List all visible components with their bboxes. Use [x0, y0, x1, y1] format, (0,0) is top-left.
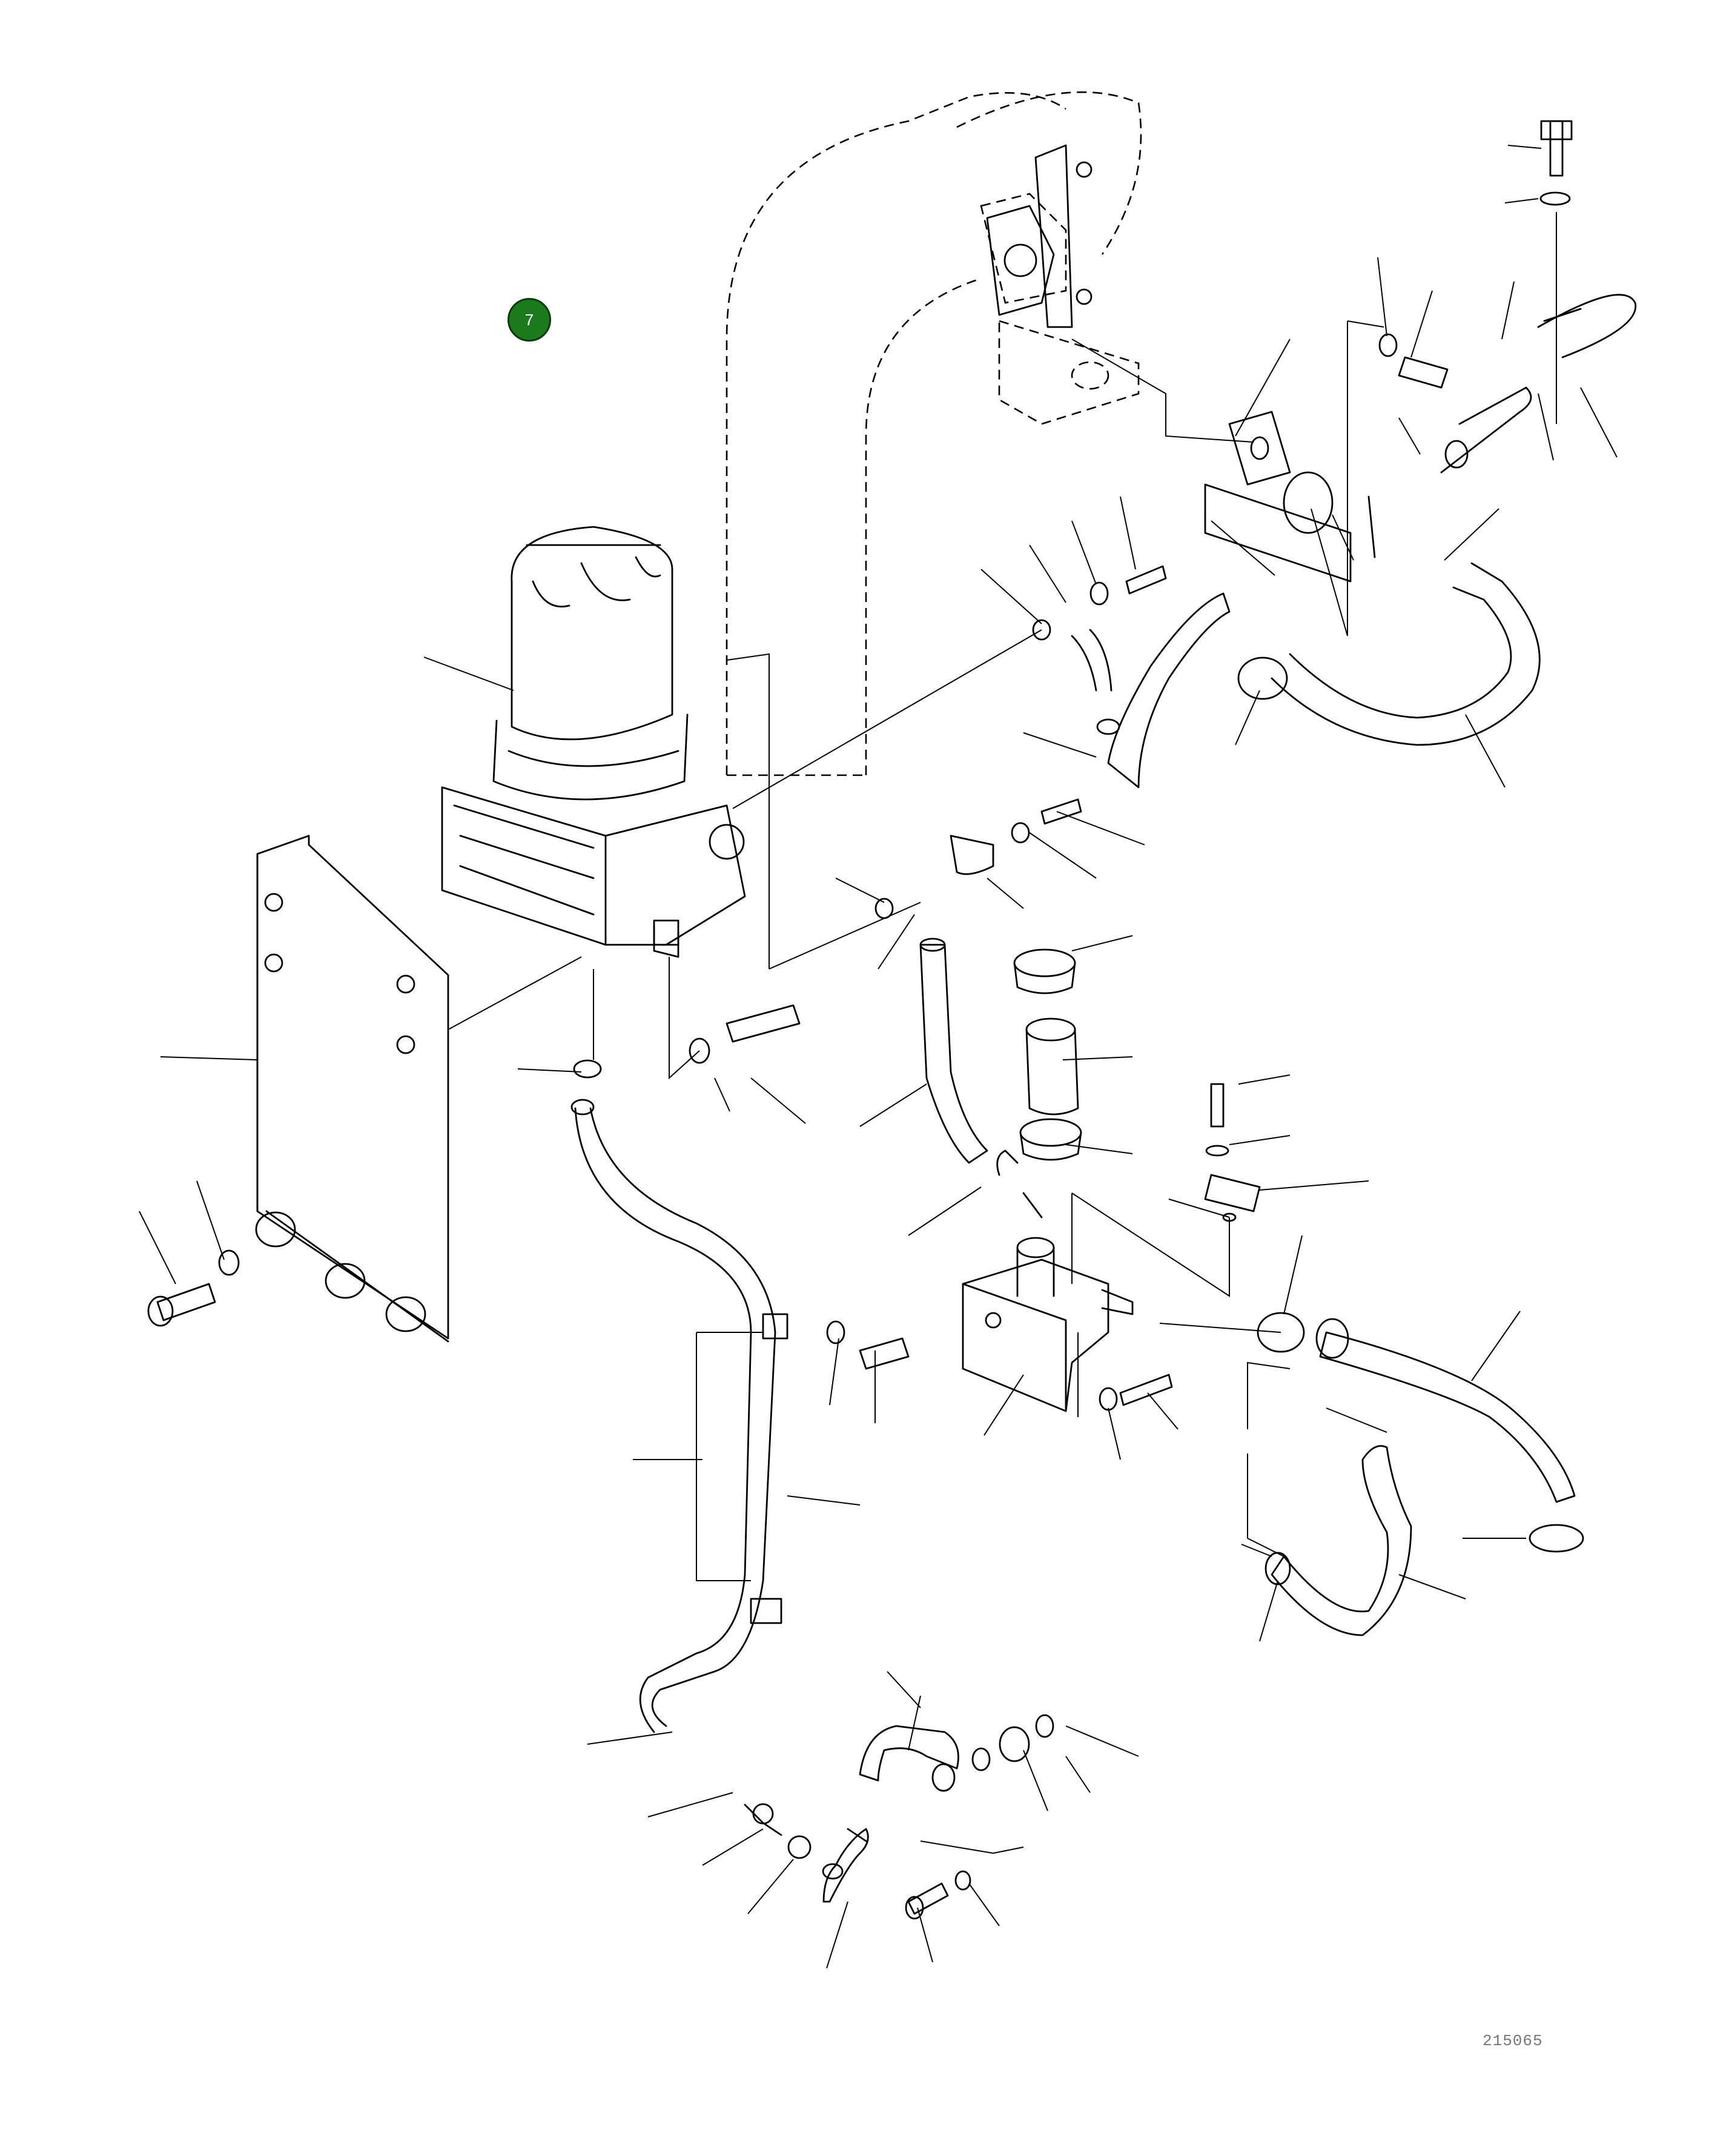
valve-block [962, 1237, 1134, 1412]
leader-lines [139, 145, 1618, 1969]
mounting-plate [255, 835, 449, 1343]
s-hose-lower-right [1265, 1445, 1584, 1636]
breather-tube [1071, 592, 1231, 789]
drawing-id-label: 215065 [1483, 2032, 1543, 2050]
small-tube-top-right [1440, 294, 1637, 474]
hardware-items [573, 120, 1573, 1411]
flange-bracket [986, 144, 1093, 328]
coolant-hose-upper [1204, 411, 1541, 746]
lower-fittings [744, 1714, 1054, 1920]
bolt-and-washer-left [147, 1249, 240, 1327]
callout-hotspot-label: 7 [524, 310, 534, 329]
short-hose-center [919, 937, 988, 1164]
phantom-duct [726, 91, 1142, 776]
return-hose [570, 1099, 788, 1733]
fuel-filter-assembly [441, 526, 746, 958]
elbow-hose-right [1257, 1312, 1576, 1503]
sleeve-and-clamps [1013, 948, 1082, 1161]
callout-hotspot-7[interactable]: 7 [507, 298, 551, 342]
